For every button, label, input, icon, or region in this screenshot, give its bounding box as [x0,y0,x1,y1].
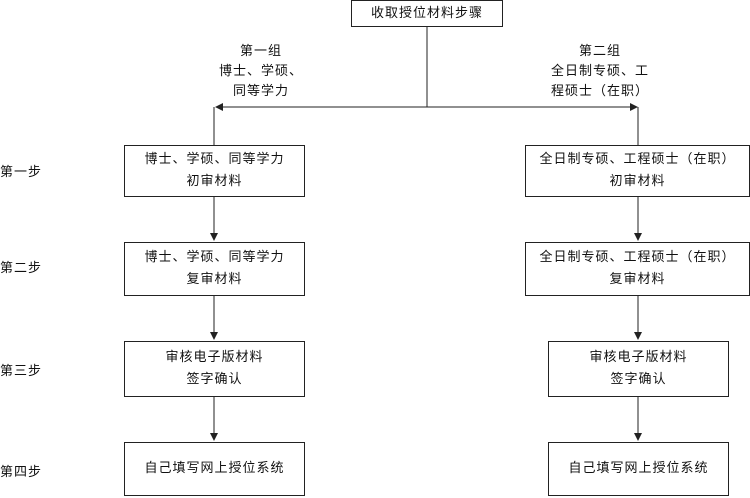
top-box-label: 收取授位材料步骤 [370,5,483,21]
right-step3-line1: 审核电子版材料 [589,350,688,365]
left-step1-box: 博士、学硕、同等学力 初审材料 [124,145,305,197]
right-step1-box: 全日制专硕、工程硕士（在职） 初审材料 [525,145,750,197]
group1-line2: 博士、学硕、 [218,64,303,79]
step-label-3: 第三步 [0,364,43,379]
group2-label: 第二组 全日制专硕、工 程硕士（在职） [530,42,670,102]
left-step3-line2: 签字确认 [186,372,243,387]
left-step3-box: 审核电子版材料 签字确认 [124,341,305,397]
group1-line3: 同等学力 [232,84,289,99]
group2-line1: 第二组 [578,44,621,59]
left-step4-box: 自己填写网上授位系统 [124,442,305,496]
right-step3-box: 审核电子版材料 签字确认 [548,341,729,397]
right-step2-line1: 全日制专硕、工程硕士（在职） [539,250,736,265]
group2-line2: 全日制专硕、工 [550,64,649,79]
step-label-2: 第二步 [0,261,43,276]
left-step2-box: 博士、学硕、同等学力 复审材料 [124,242,305,296]
right-step4-box: 自己填写网上授位系统 [548,442,729,496]
right-step1-line2: 初审材料 [609,174,666,189]
left-step2-line2: 复审材料 [186,272,243,287]
step-label-4: 第四步 [0,465,43,480]
right-step2-line2: 复审材料 [609,272,666,287]
left-step1-line2: 初审材料 [186,174,243,189]
group1-line1: 第一组 [239,44,282,59]
top-box: 收取授位材料步骤 [351,0,503,27]
step-label-1: 第一步 [0,165,43,180]
left-step2-line1: 博士、学硕、同等学力 [144,250,285,265]
group1-label: 第一组 博士、学硕、 同等学力 [200,42,322,102]
left-step3-line1: 审核电子版材料 [165,350,264,365]
left-step4-line1: 自己填写网上授位系统 [144,461,285,476]
left-step1-line1: 博士、学硕、同等学力 [144,152,285,167]
right-step1-line1: 全日制专硕、工程硕士（在职） [539,152,736,167]
group2-line3: 程硕士（在职） [550,84,649,99]
right-step3-line2: 签字确认 [610,372,667,387]
right-step4-line1: 自己填写网上授位系统 [568,461,709,476]
right-step2-box: 全日制专硕、工程硕士（在职） 复审材料 [525,242,750,296]
